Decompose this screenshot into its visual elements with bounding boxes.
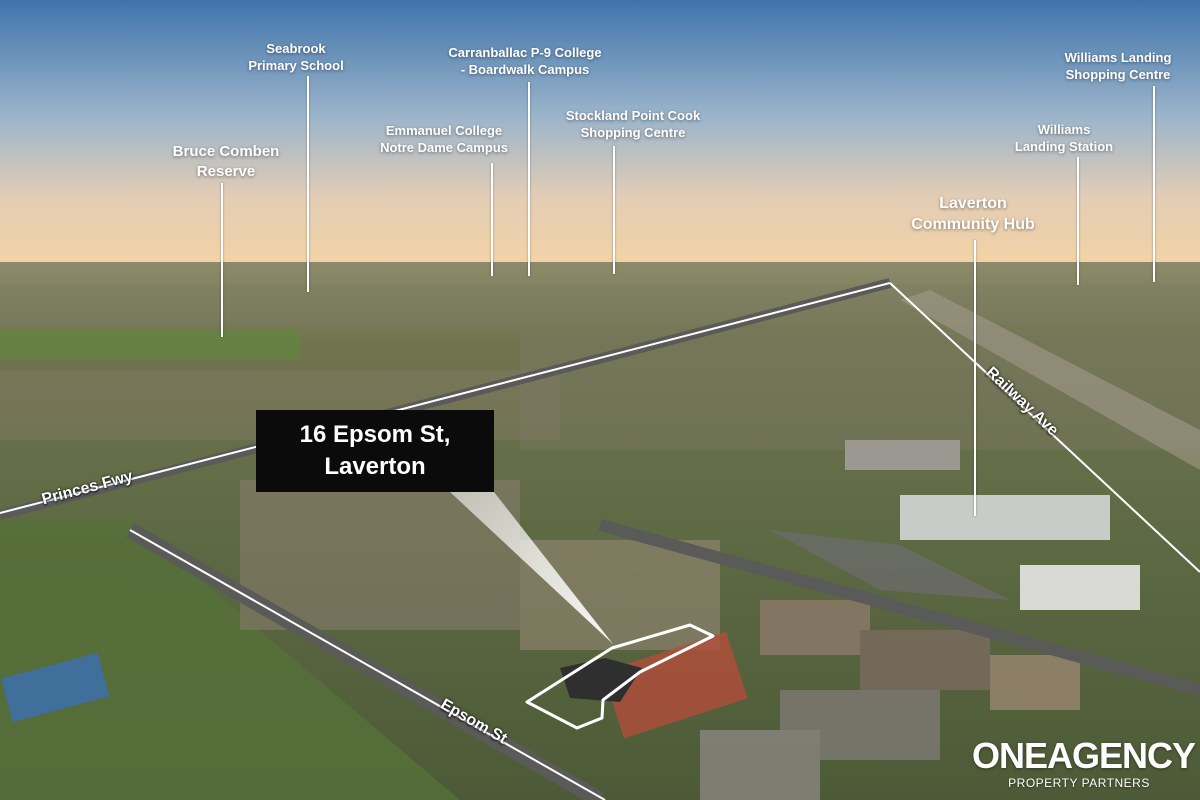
sports-field [0, 330, 300, 360]
poi-stem [613, 146, 615, 274]
railway-ave-line [889, 282, 1200, 573]
princes-fwy-line [0, 282, 891, 514]
park [0, 520, 460, 800]
road-surface [598, 519, 1200, 696]
poi-stem [307, 76, 309, 292]
address-line-2: Laverton [324, 453, 426, 480]
building [1020, 565, 1140, 610]
agency-name: ONEAGENCY [972, 735, 1196, 776]
poi-stem [1077, 157, 1079, 285]
property-boundary [525, 623, 715, 730]
building [900, 495, 1110, 540]
address-line-1: 16 Epsom St, [299, 421, 451, 448]
poi-stem [528, 82, 530, 276]
poi-stem [221, 183, 223, 337]
poi-stem [1153, 86, 1155, 282]
agency-tagline: PROPERTY PARTNERS [1008, 776, 1150, 790]
building [845, 440, 960, 470]
poi-carranballac-college: Carranballac P-9 College- Boardwalk Camp… [448, 45, 602, 77]
poi-stem [974, 240, 976, 516]
agency-logo: ONEAGENCY PROPERTY PARTNERS [972, 735, 1196, 791]
sky [0, 0, 1200, 262]
epsom-st-line [129, 529, 606, 800]
callout-pointer [450, 492, 613, 644]
car-park [770, 530, 1010, 600]
poi-stem [491, 163, 493, 276]
sports-court [1, 652, 110, 723]
property-address-callout: 16 Epsom St, Laverton [256, 410, 494, 492]
